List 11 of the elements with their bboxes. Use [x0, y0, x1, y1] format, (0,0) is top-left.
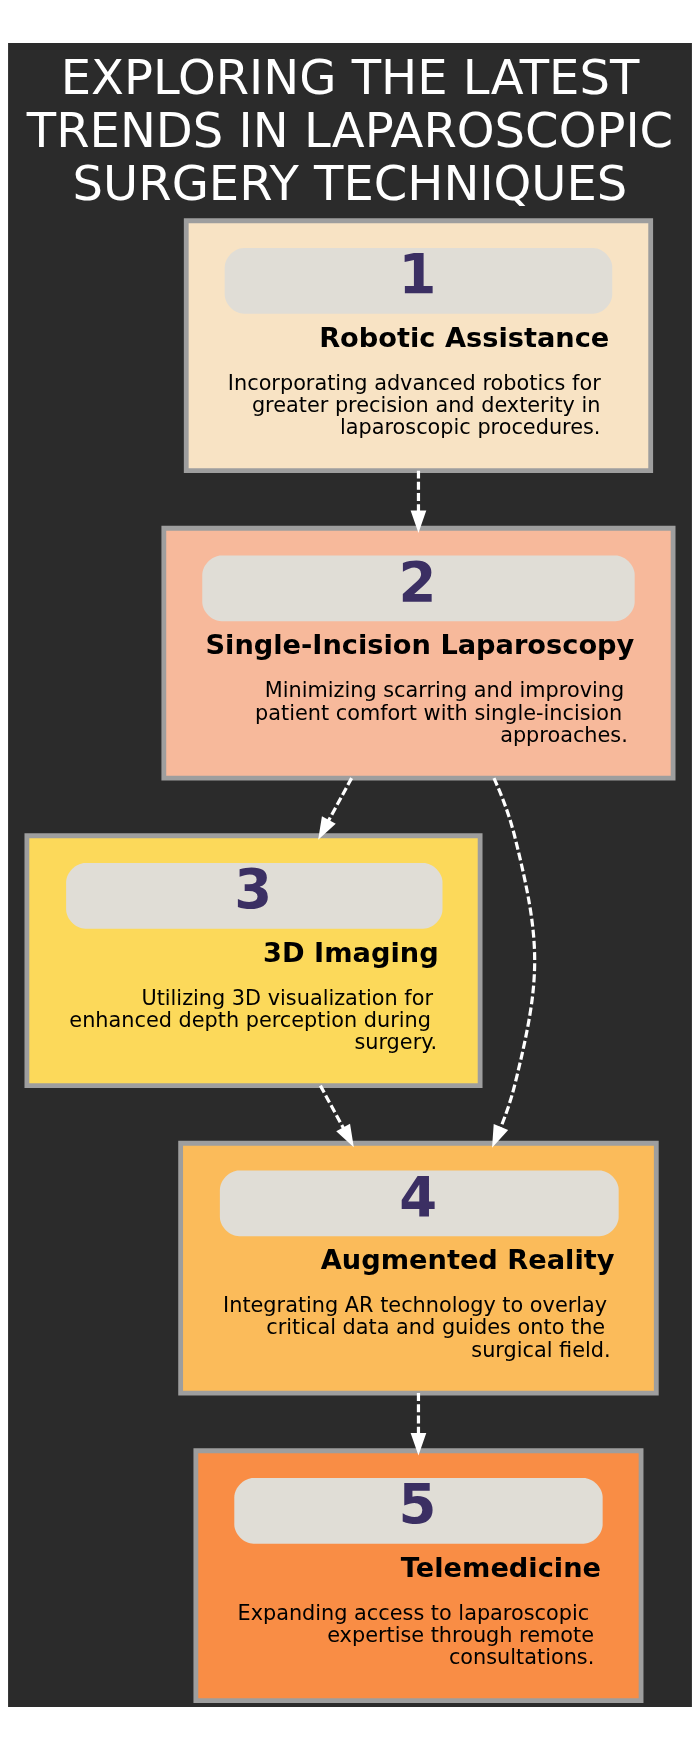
arrow: [492, 777, 537, 1148]
diagram-title: EXPLORING THE LATEST TRENDS IN LAPAROSCOPIC SURGERY TECHNIQUES: [26, 49, 674, 211]
arrow: [318, 1084, 354, 1148]
node-box: 3 3D Imaging Utilizing 3D visualization for enhanced depth perception during surgery.: [24, 833, 483, 1088]
arrow: [318, 777, 353, 840]
node-box: 5 Telemedicine Expanding access to laparoscopic expertise through remote consultations.: [193, 1448, 644, 1703]
node-box: 2 Single-Incision Laparoscopy Minimizing scarring and improving patient comfort with single-incision approaches.: [161, 525, 676, 781]
arrow: [410, 470, 427, 533]
arrow: [410, 1393, 427, 1456]
node-box: 4 Augmented Reality Integrating AR technology to overlay critical data and guides onto the surgical field.: [178, 1140, 659, 1396]
node-box: 1 Robotic Assistance Incorporating advanced robotics for greater precision and dexterity in laparoscopic procedures.: [183, 218, 654, 473]
